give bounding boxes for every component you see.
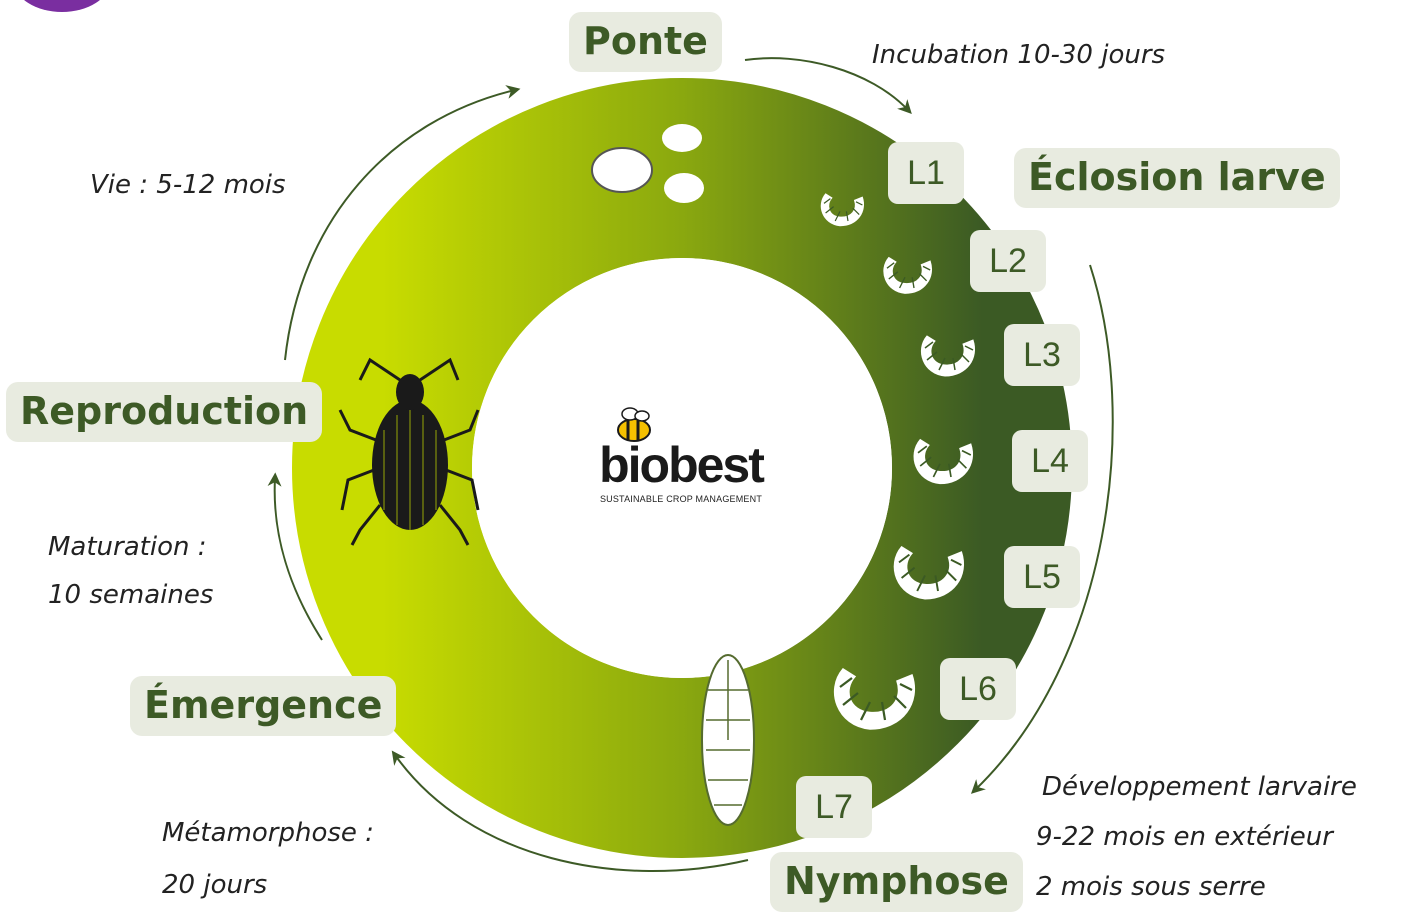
stage-ponte: Ponte [569, 12, 722, 72]
note-vie: Vie : 5-12 mois [90, 170, 286, 200]
note-metamorphose-line1: Métamorphose : [162, 818, 374, 848]
egg-icon [591, 124, 704, 203]
note-maturation-line2: 10 semaines [48, 580, 214, 610]
note-incubation: Incubation 10-30 jours [872, 40, 1166, 70]
arrow-eclosion-to-nymphose [970, 264, 1114, 794]
instar-l5: L5 [1004, 546, 1080, 608]
note-developpement-line1: Développement larvaire [1042, 772, 1357, 802]
stage-nymphose: Nymphose [770, 852, 1023, 912]
stage-eclosion-larve: Éclosion larve [1014, 148, 1340, 208]
note-developpement-line2: 9-22 mois en extérieur [1036, 822, 1333, 852]
logo-tagline: SUSTAINABLE CROP MANAGEMENT [599, 494, 763, 504]
note-developpement-line3: 2 mois sous serre [1036, 872, 1266, 902]
stage-emergence: Émergence [130, 676, 397, 736]
instar-l3: L3 [1004, 324, 1080, 386]
bee-icon [617, 407, 651, 442]
arrow-reproduction-to-ponte [284, 85, 521, 361]
arrow-ponte-to-eclosion [744, 57, 912, 115]
instar-l7: L7 [796, 776, 872, 838]
weevil-icon [338, 357, 480, 546]
arrow-emergence-to-reproduction [267, 472, 323, 641]
instar-l1: L1 [888, 142, 964, 204]
biobest-logo: biobest [599, 437, 765, 493]
instar-l2: L2 [970, 230, 1046, 292]
note-maturation-line1: Maturation : [48, 532, 207, 562]
arrow-nymphose-to-emergence [391, 750, 749, 873]
instar-l6: L6 [940, 658, 1016, 720]
pupa-icon [701, 654, 755, 826]
instar-l4: L4 [1012, 430, 1088, 492]
ring-center [472, 258, 892, 678]
stage-reproduction: Reproduction [6, 382, 323, 442]
note-metamorphose-line2: 20 jours [162, 870, 268, 900]
